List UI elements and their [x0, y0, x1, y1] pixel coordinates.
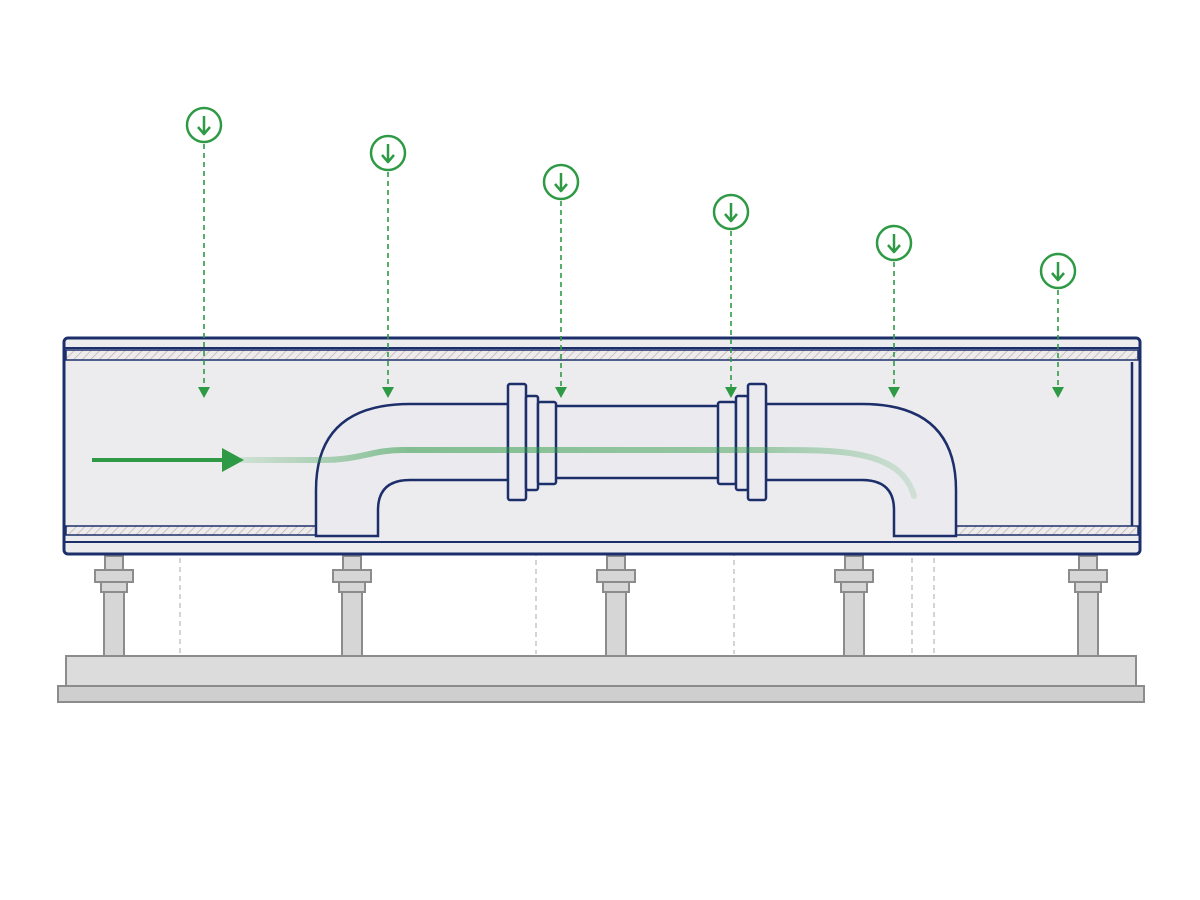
load-markers [185, 106, 1077, 398]
down-arrow-in-circle-icon [542, 163, 580, 201]
flow-arrow-head-icon [222, 448, 244, 472]
flow-streamline [239, 446, 917, 499]
internal-pipe [314, 382, 958, 538]
top-hatch-layer [65, 349, 1139, 361]
foundation-base [57, 655, 1145, 703]
load-arrow-head-icon [1052, 387, 1064, 398]
left-flange-collar [536, 400, 558, 486]
down-arrow-in-circle-icon [1039, 252, 1077, 290]
middle-pipe [544, 404, 732, 480]
load-arrow-head-icon [555, 387, 567, 398]
load-arrow-head-icon [198, 387, 210, 398]
load-marker-1 [185, 106, 223, 398]
load-marker-6 [1039, 252, 1077, 398]
left-flange-outer [506, 382, 528, 502]
bottom-hatch-left [65, 525, 317, 536]
support-5 [1068, 555, 1108, 657]
support-4 [834, 555, 874, 657]
right-flange-inner [734, 394, 750, 492]
load-arrow-head-icon [888, 387, 900, 398]
down-arrow-in-circle-icon [875, 224, 913, 262]
load-marker-2 [369, 134, 407, 398]
load-marker-4 [712, 193, 750, 398]
bottom-hatch-right [955, 525, 1139, 536]
support-3 [596, 555, 636, 657]
down-arrow-in-circle-icon [712, 193, 750, 231]
load-marker-3 [542, 163, 580, 398]
down-arrow-in-circle-icon [185, 106, 223, 144]
left-flange-inner [524, 394, 540, 492]
load-marker-5 [875, 224, 913, 398]
down-arrow-in-circle-icon [369, 134, 407, 172]
supports [94, 555, 1108, 657]
flow-path [92, 446, 917, 499]
left-elbow [314, 402, 510, 538]
load-arrow-head-icon [725, 387, 737, 398]
support-2 [332, 555, 372, 657]
right-flange-collar [716, 400, 738, 486]
right-elbow [764, 402, 958, 538]
load-arrow-head-icon [382, 387, 394, 398]
support-1 [94, 555, 134, 657]
right-flange-outer [746, 382, 768, 502]
